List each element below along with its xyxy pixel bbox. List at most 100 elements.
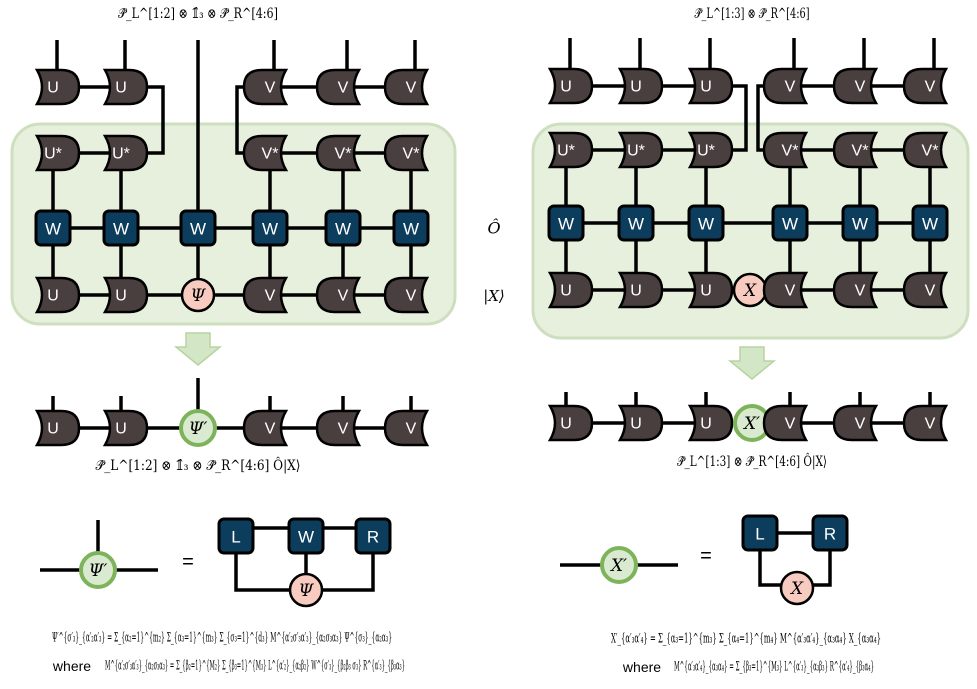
left-state-0-label: U <box>47 288 59 305</box>
left-eq-lhs-shape <box>79 551 117 589</box>
right-mpo-0: W <box>547 204 585 242</box>
left-conj-4-label: V* <box>403 146 420 163</box>
right-eq-x-shape <box>779 570 815 606</box>
right-x-prime: X′ <box>733 404 771 442</box>
right-conj-5: V* <box>902 131 948 169</box>
left-result-3: V <box>242 409 288 447</box>
right-top-0-label: U <box>560 79 572 96</box>
right-top-5: V <box>902 67 948 105</box>
right-state-6-label: V <box>925 283 936 300</box>
right-state-2: U <box>688 271 734 309</box>
left-result-formula: 𝒫̂_L^[1:2] ⊗ 𝟙̂₃ ⊗ 𝒫̂_R^[4:6] Ô|X⟩ <box>96 456 301 474</box>
left-result-5: V <box>383 409 429 447</box>
left-state-0: U <box>35 276 81 314</box>
left-state-3-label: V <box>265 288 276 305</box>
left-mpo-3-shape <box>251 209 289 247</box>
right-conj-2: U* <box>688 131 734 169</box>
left-eq-lhs-label: Ψ′ <box>89 561 108 581</box>
text-layer: 𝒫̂_L^[1:2] ⊗ 𝟙̂₃ ⊗ 𝒫̂_R^[4:6] 𝒫̂_L^[1:2] … <box>52 6 881 675</box>
right-eq-x-label: X <box>789 579 804 599</box>
left-mpo-2-label: W <box>190 220 206 239</box>
left-eq-sign: = <box>182 551 194 573</box>
right-state-5-label: V <box>855 283 866 300</box>
right-mpo-5-shape <box>911 204 949 242</box>
right-mpo-1-shape <box>617 204 655 242</box>
right-mpo-4-shape <box>841 204 879 242</box>
right-top-3-label: V <box>785 79 796 96</box>
left-psi-prime-label: Ψ′ <box>189 419 208 439</box>
left-eq-R-shape <box>354 517 392 555</box>
state-label: |X⟩ <box>483 287 505 305</box>
left-mpo-0: W <box>34 209 72 247</box>
right-mpo-3: W <box>771 204 809 242</box>
left-state-4-label: V <box>338 288 349 305</box>
left-mpo-4-shape <box>324 209 362 247</box>
left-where: where <box>52 658 91 674</box>
left-mpo-3: W <box>251 209 289 247</box>
right-eq-x: X <box>779 570 815 606</box>
left-eq-psi-shape <box>288 572 324 608</box>
left-top-2-label: V <box>265 80 276 97</box>
left-psi-prime-shape <box>179 409 217 447</box>
right-state-1-label: U <box>630 283 642 300</box>
right-eq-sign: = <box>700 545 712 567</box>
right-result-6: V <box>902 404 948 442</box>
left-eq-W: W <box>287 517 325 555</box>
right-state-4: V <box>762 271 808 309</box>
right-eq-lhs-shape <box>600 546 638 584</box>
left-eq-psi: Ψ <box>288 572 324 608</box>
left-psi-shape <box>180 277 216 313</box>
right-result-0-label: U <box>560 416 572 433</box>
left-top-formula: 𝒫̂_L^[1:2] ⊗ 𝟙̂₃ ⊗ 𝒫̂_R^[4:6] <box>118 6 278 22</box>
right-result-1-label: U <box>630 416 642 433</box>
left-top-3: V <box>315 68 361 106</box>
right-mpo-2: W <box>687 204 725 242</box>
left-eq-lhs: Ψ′ <box>79 551 117 589</box>
right-result-4-label: V <box>785 416 796 433</box>
left-eq-W-shape <box>287 517 325 555</box>
left-state-1: U <box>103 276 149 314</box>
right-conj-3: V* <box>762 131 808 169</box>
left-mpo-1-shape <box>102 209 140 247</box>
left-eq-L-label: L <box>231 528 240 547</box>
left-top-1-label: U <box>115 80 127 97</box>
right-conj-5-label: V* <box>922 143 939 160</box>
right-eq-R: R <box>811 514 849 552</box>
right-result-6-label: V <box>925 416 936 433</box>
right-mpo-5-label: W <box>922 215 938 234</box>
left-result-4: V <box>315 409 361 447</box>
left-eq-psi-label: Ψ <box>299 581 315 601</box>
right-conj-3-label: V* <box>782 143 799 160</box>
right-top-1: U <box>618 67 664 105</box>
right-conj-0: U* <box>548 131 594 169</box>
left-conj-1-label: U* <box>112 146 130 163</box>
right-formula-line1: X′_{α′₃α′₄} = Σ_{α₃=1}^{m₃} Σ_{α₄=1}^{m₄… <box>611 632 881 647</box>
left-psi: Ψ <box>180 277 216 313</box>
left-mpo-5-shape <box>392 209 430 247</box>
left-result-1: U <box>103 409 149 447</box>
left-mpo-2: W <box>179 209 217 247</box>
left-eq-L: L <box>217 517 255 555</box>
left-result-5-label: V <box>406 421 417 438</box>
right-mpo-0-shape <box>547 204 585 242</box>
left-state-5-label: V <box>406 288 417 305</box>
right-state-4-label: V <box>785 283 796 300</box>
right-x: X <box>732 272 768 308</box>
right-mpo-2-shape <box>687 204 725 242</box>
left-formula-line1: Ψ′^{σ′₃}_{α′₂α′₃} = Σ_{α₂=1}^{m₂} Σ_{α₃=… <box>52 631 392 646</box>
right-state-1: U <box>618 271 664 309</box>
right-top-3: V <box>762 67 808 105</box>
left-conj-2: V* <box>242 134 288 172</box>
right-top-1-label: U <box>630 79 642 96</box>
right-conj-4-label: V* <box>852 143 869 160</box>
right-top-4-label: V <box>855 79 866 96</box>
right-conj-1-label: U* <box>627 143 645 160</box>
left-state-1-label: U <box>115 288 127 305</box>
operator-label: Ô <box>487 218 500 238</box>
left-result-4-label: V <box>338 421 349 438</box>
right-result-formula: 𝒫̂_L^[1:3] ⊗ 𝒫̂_R^[4:6] Ô|X⟩ <box>677 452 827 470</box>
right-mpo-0-label: W <box>558 215 574 234</box>
left-result-0-label: U <box>47 421 59 438</box>
left-top-4-label: V <box>406 80 417 97</box>
